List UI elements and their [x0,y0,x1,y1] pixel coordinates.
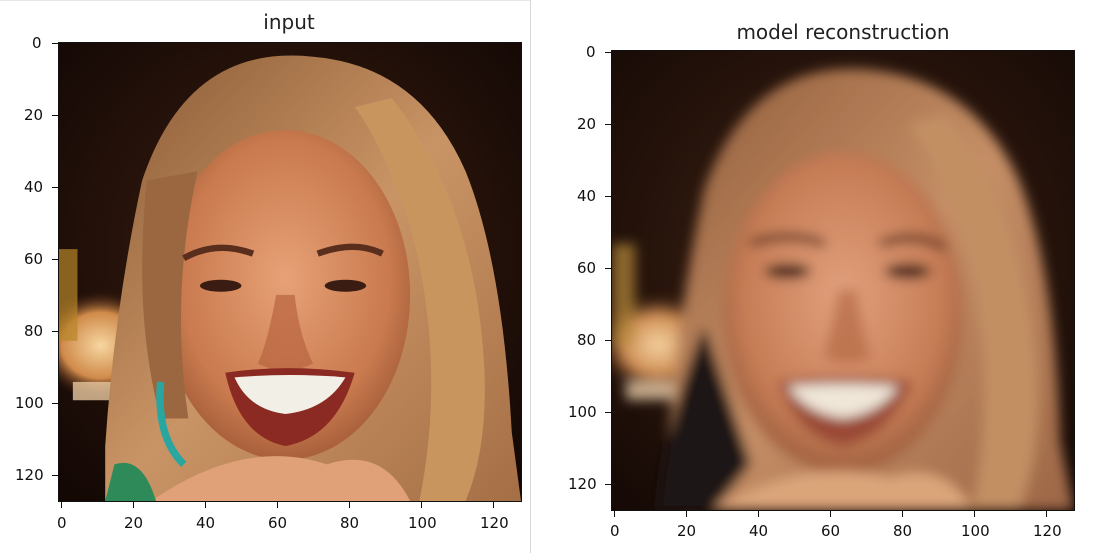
panel-title: input [263,10,315,34]
image-axes [611,50,1075,511]
x-tick-label: 120 [480,514,509,532]
x-tick-label: 20 [677,522,697,540]
y-tick-label: 20 [577,115,597,133]
y-tick-label: 60 [24,250,44,268]
panel-input: input [0,0,531,553]
x-tick-label: 40 [196,514,216,532]
x-tick-label: 40 [749,522,769,540]
panel-title: model reconstruction [736,20,950,44]
x-tick-label: 100 [961,522,990,540]
y-tick-label: 60 [577,259,597,277]
x-tick-label: 0 [57,514,67,532]
y-tick-label: 80 [577,331,597,349]
y-tick-label: 20 [24,106,44,124]
y-tick-label: 120 [15,466,44,484]
y-tick-label: 40 [577,187,597,205]
y-tick-label: 0 [32,34,42,52]
x-tick-label: 0 [610,522,620,540]
input-face-image [59,43,521,501]
y-tick-label: 100 [15,394,44,412]
x-tick-label: 100 [408,514,437,532]
y-tick-label: 40 [24,178,44,196]
y-tick-label: 100 [568,403,597,421]
figure-top-border [0,0,531,1]
x-tick-label: 80 [340,514,360,532]
image-axes [58,42,522,502]
figure-divider [530,0,531,553]
x-tick-label: 120 [1033,522,1062,540]
x-tick-label: 60 [268,514,288,532]
x-tick-label: 20 [124,514,144,532]
y-tick-label: 0 [586,43,596,61]
x-tick-label: 60 [821,522,841,540]
x-tick-label: 80 [893,522,913,540]
y-tick-label: 120 [568,475,597,493]
reconstructed-face-image [612,51,1074,510]
panel-model-reconstruction: model reconstruction [531,0,1093,553]
y-tick-label: 80 [24,322,44,340]
